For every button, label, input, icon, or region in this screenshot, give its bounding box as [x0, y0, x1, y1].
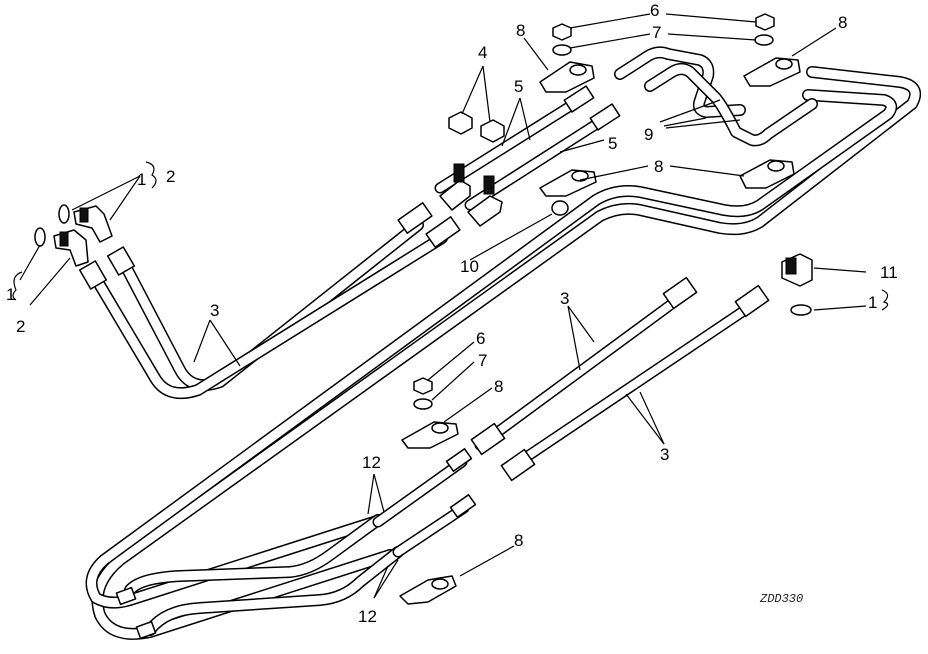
pipe-end-fitting-bottom-b: [135, 620, 157, 640]
tee-fitting-left: [439, 163, 471, 211]
cap-4-a: [448, 111, 473, 135]
bent-pipe-left-2: [92, 232, 448, 399]
hose-12-upper: [372, 456, 468, 528]
callout-1-right: 1: [868, 293, 877, 312]
hose-3-end-fitting-a: [662, 276, 698, 310]
callout-8-mid: 8: [494, 377, 503, 396]
hose-3-end-fitting-b: [734, 284, 770, 318]
elbow-connector-2-left: [53, 229, 89, 267]
clamp-8-mid-left: [539, 169, 597, 197]
clamp-8-top-left: [539, 61, 595, 93]
callout-7-top: 7: [652, 23, 661, 42]
pipe-nut-left-b: [78, 260, 108, 290]
callout-3-lower-mid: 3: [660, 445, 669, 464]
drawing-code: ZDD330: [759, 592, 803, 606]
main-pipe-loop-inner: [85, 89, 898, 609]
callout-10: 10: [460, 257, 479, 276]
clamp-8-top-right: [743, 57, 801, 87]
o-ring-1-left: [34, 227, 46, 247]
washer-7-top-right: [754, 34, 774, 46]
callout-6-mid: 6: [476, 329, 485, 348]
plug-10: [551, 200, 569, 216]
callout-9: 9: [644, 125, 653, 144]
callout-8-top-left: 8: [516, 21, 525, 40]
elbow-connector-2-top: [73, 205, 113, 243]
hose-5-end-fitting-a: [563, 85, 595, 113]
callout-8-mid-right: 8: [654, 157, 663, 176]
o-ring-1-right: [790, 304, 812, 316]
hose-3-lower: [504, 294, 766, 474]
hose-12-end-fitting-a: [445, 448, 473, 472]
callout-6-top: 6: [650, 1, 659, 20]
hose-3-upper: [474, 286, 694, 451]
callout-5-top: 5: [514, 77, 523, 96]
nut-6-top-right: [755, 13, 775, 31]
callout-5-mid: 5: [608, 134, 617, 153]
callout-7-mid: 7: [478, 351, 487, 370]
clamp-8-bottom: [399, 575, 457, 605]
main-pipe-loop-outer: [91, 66, 921, 640]
callout-11: 11: [880, 263, 898, 282]
nut-6-mid: [413, 377, 433, 395]
lower-pipe-12-b: [144, 546, 404, 636]
callout-8-top-right: 8: [838, 13, 847, 32]
callout-2-left: 2: [16, 317, 25, 336]
lower-pipe-12-a: [124, 514, 384, 596]
bent-pipe-9-a: [614, 46, 746, 118]
washer-7-top-left: [552, 44, 572, 56]
hose-3-end-fitting-c: [470, 422, 506, 456]
tee-fitting-right: [467, 175, 503, 227]
leader-lines: [12, 13, 889, 599]
callout-1-left: 1: [6, 285, 15, 304]
callout-4: 4: [478, 43, 487, 62]
callout-12-upper: 12: [362, 453, 381, 472]
pipe-nut-left-pipe-end-b: [425, 216, 461, 248]
hose-12-end-fitting-b: [449, 494, 477, 518]
callout-12-lower: 12: [358, 607, 377, 626]
callout-3-upper-mid: 3: [560, 289, 569, 308]
pipe-nut-left-a: [106, 246, 136, 276]
o-ring-1-top: [58, 204, 70, 224]
hose-3-end-fitting-d: [500, 448, 536, 482]
pipe-nut-left-pipe-end-a: [397, 202, 433, 234]
elbow-connector-11: [781, 253, 813, 287]
pipe-end-fitting-bottom-a: [115, 586, 137, 606]
callout-8-bottom: 8: [514, 531, 523, 550]
clamp-8-mid: [401, 421, 459, 449]
hose-5-end-fitting-b: [589, 103, 621, 131]
washer-7-mid: [413, 398, 433, 410]
bent-pipe-9-b: [644, 63, 818, 147]
callout-3-left: 3: [210, 301, 219, 320]
callout-1-top: 1: [137, 170, 146, 189]
clamp-8-mid-right: [739, 159, 795, 189]
cap-4-b: [480, 119, 505, 143]
nut-6-top-left: [552, 23, 572, 41]
hose-12-lower: [392, 502, 470, 558]
callout-2-top: 2: [166, 167, 175, 186]
